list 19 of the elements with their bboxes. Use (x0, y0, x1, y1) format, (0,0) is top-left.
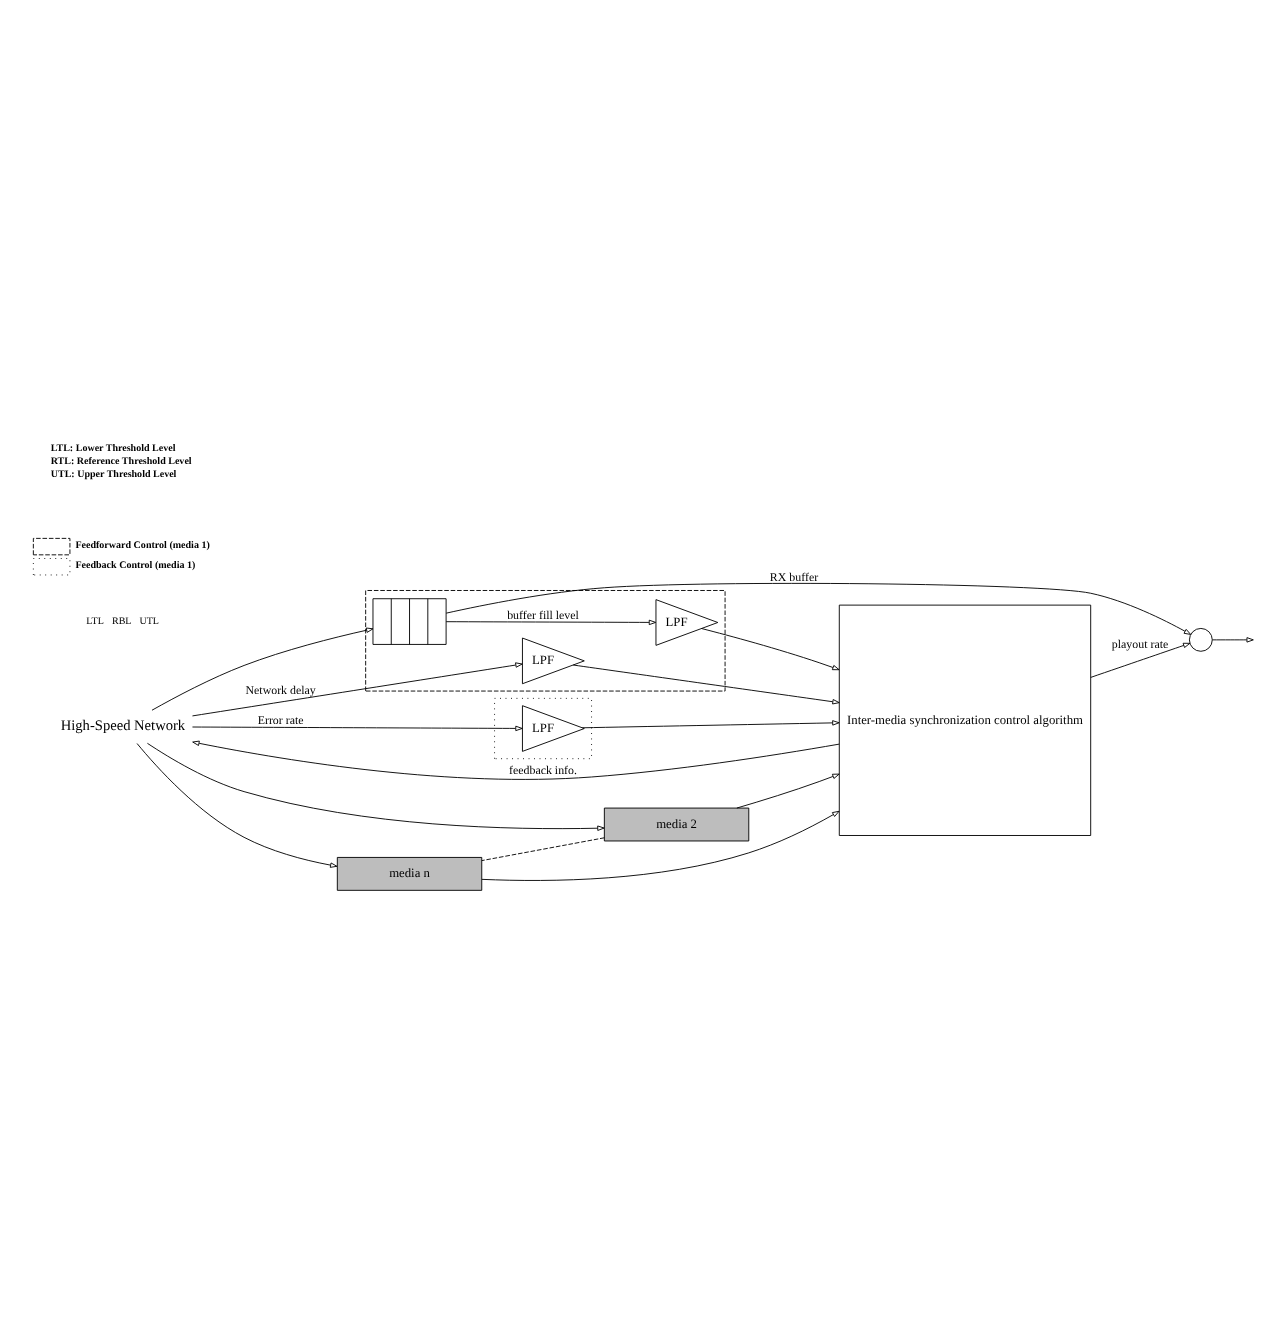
arrow (136, 743, 338, 868)
arrow (572, 664, 840, 705)
arrow (1090, 642, 1191, 678)
arrow (151, 627, 374, 711)
node-text: High-Speed Network (60, 716, 186, 735)
arrow (481, 810, 840, 881)
node-circle (1188, 627, 1213, 652)
arrow (701, 628, 840, 671)
arrow (1212, 637, 1254, 643)
arrow (736, 773, 840, 809)
arrow (445, 619, 657, 626)
arrow (192, 725, 523, 732)
cluster (494, 697, 592, 760)
arrow (146, 742, 605, 831)
arrow (192, 740, 840, 780)
arrow (192, 662, 523, 717)
arrow (445, 582, 1192, 635)
arrow (581, 720, 840, 729)
connector (481, 837, 605, 862)
